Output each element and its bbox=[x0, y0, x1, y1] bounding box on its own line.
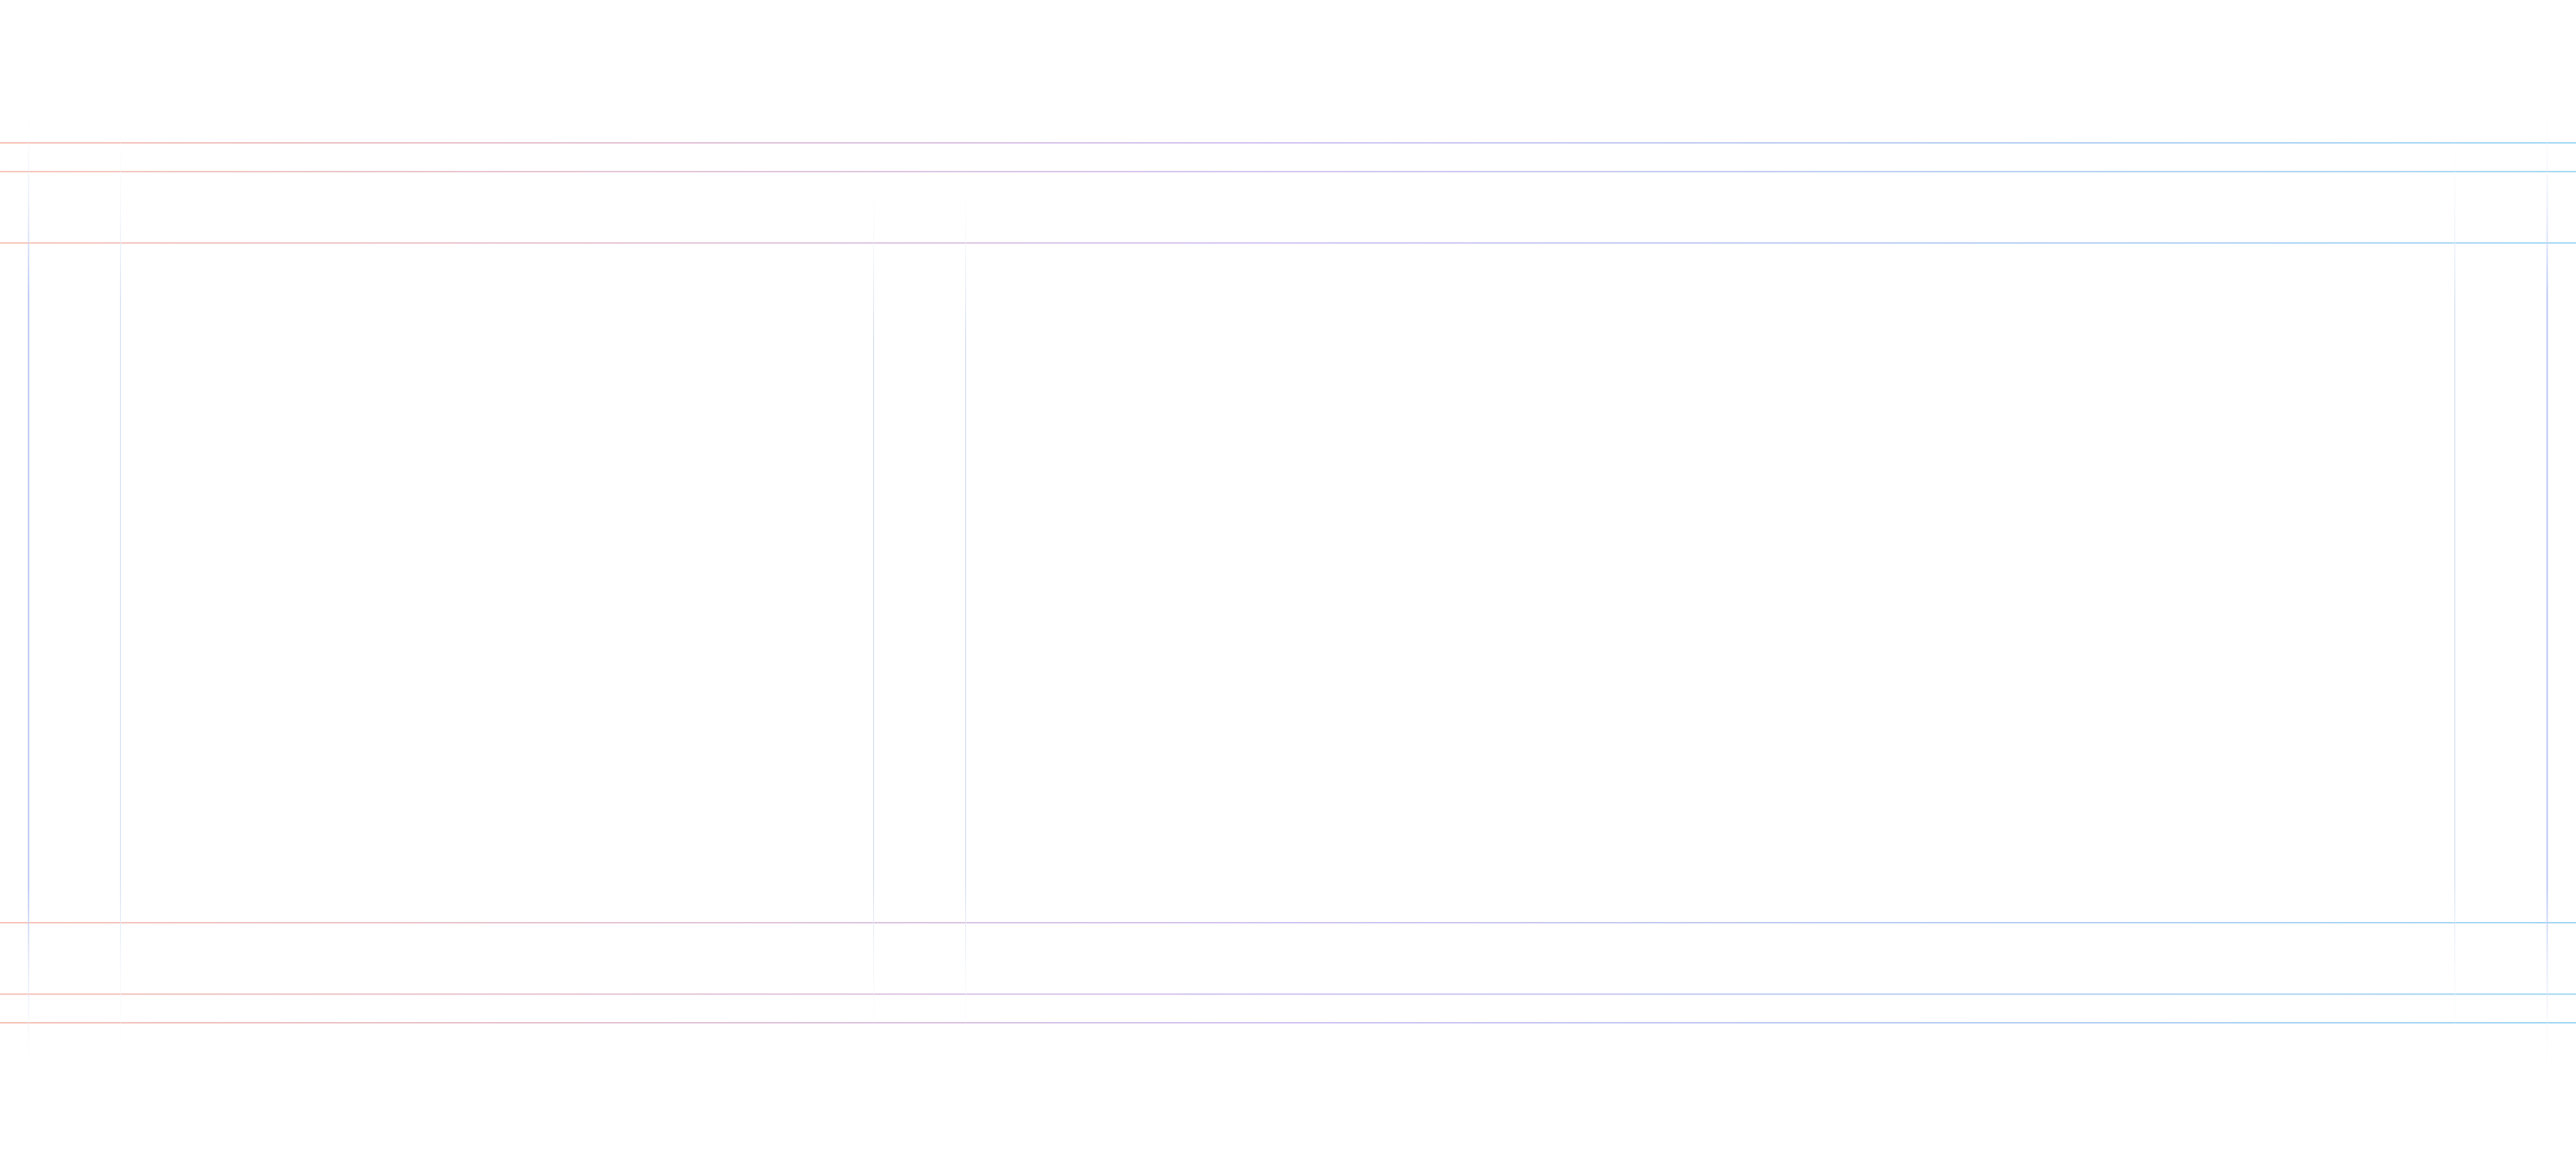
horizontal-guide-bottom-outer bbox=[0, 1022, 2576, 1024]
vertical-guide-left-outer bbox=[28, 98, 30, 1082]
horizontal-guide-top-outer bbox=[0, 142, 2576, 144]
vertical-guide-center-left bbox=[873, 161, 875, 1055]
horizontal-guide-content-top bbox=[0, 242, 2576, 244]
vertical-guide-right-inner bbox=[2454, 112, 2456, 1069]
horizontal-guide-bottom-inner bbox=[0, 993, 2576, 995]
horizontal-guide-top-inner bbox=[0, 171, 2576, 173]
horizontal-guide-content-bottom bbox=[0, 922, 2576, 924]
vertical-guide-left-inner bbox=[120, 112, 122, 1069]
vertical-guide-right-outer bbox=[2546, 98, 2548, 1082]
vertical-guide-center-right bbox=[965, 161, 967, 1055]
